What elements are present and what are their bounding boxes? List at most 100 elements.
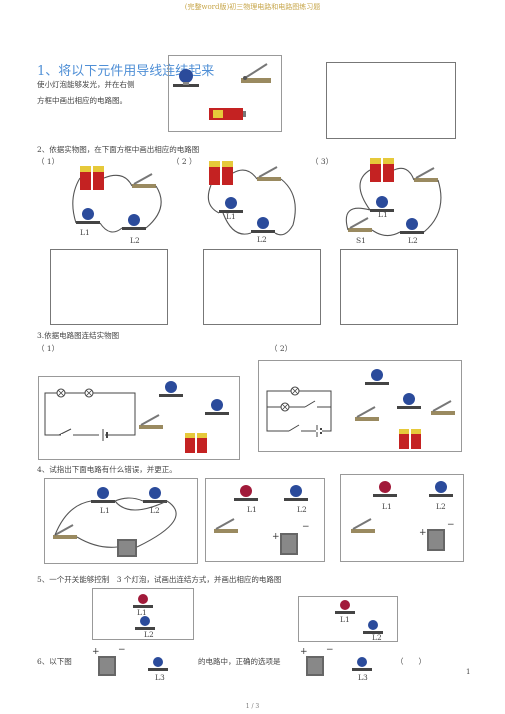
switch-icon (351, 518, 375, 533)
q6-option-a: +− (92, 640, 192, 684)
switch-icon (139, 414, 163, 429)
battery-icon (117, 539, 137, 557)
q2-label-2: （ 2 ） (172, 157, 197, 166)
q4-f3-tag-l1: L1 (382, 502, 392, 511)
bulb-icon (335, 600, 355, 614)
bulb-icon (284, 485, 308, 501)
document-header: (完整word版)初三物理电路和电路图练习题 (184, 3, 321, 11)
q2-label-1: （ 1） (37, 157, 60, 166)
svg-text:+: + (272, 532, 280, 542)
q3-title: 3.依据电路图连结实物图 (37, 331, 120, 340)
svg-text:−: − (118, 645, 126, 655)
q4-f2-tag-l2: L2 (297, 505, 307, 514)
bulb-icon (400, 218, 424, 234)
q4-tag-l1: L1 (100, 506, 110, 515)
q1-title: 1、将以下元件用导线连结起来 (37, 64, 215, 79)
bulb-icon (363, 620, 383, 634)
bulb-icon (159, 381, 183, 397)
q4-frame-2: +− (205, 478, 325, 562)
q3-label-2: （ 2） (270, 344, 293, 353)
battery-pair-icon (80, 166, 104, 190)
q6-answer-paren: （ ） (396, 657, 426, 666)
q5-f2-tag-l2: L2 (372, 633, 382, 642)
q3-label-1: （ 1） (37, 344, 60, 353)
q2-circuit-2 (203, 155, 303, 245)
switch-icon (53, 524, 77, 539)
bulb-icon (205, 399, 229, 415)
q2-c2-tag-l2: L2 (257, 235, 267, 244)
bulb-icon (148, 657, 168, 671)
q1-components-illustration (173, 63, 271, 120)
q5-tag-l2: L2 (144, 630, 154, 639)
q6-a-tag-l3: L3 (155, 673, 165, 682)
bulb-icon (251, 217, 275, 233)
q4-f3-tag-l2: L2 (436, 502, 446, 511)
switch-icon (431, 400, 455, 415)
q2-circuit-3 (340, 152, 448, 244)
q6-mid: 的电路中，正确的选项是 (198, 657, 281, 666)
q2-c3-tag-s1: S1 (356, 236, 366, 245)
bulb-icon (365, 369, 389, 385)
switch-icon (355, 406, 379, 421)
q3-frame-2 (258, 360, 462, 452)
q1-answer-box (326, 62, 456, 139)
svg-text:−: − (447, 520, 455, 530)
bulb-icon (429, 481, 453, 497)
q2-c1-tag-l2: L2 (130, 236, 140, 245)
svg-text:+: + (92, 647, 100, 657)
battery-pair-icon (185, 433, 207, 453)
page-number: 1 (466, 668, 471, 676)
bulb-icon (173, 69, 199, 87)
q1-line1: 使小灯泡能够发光，并在右侧 (37, 80, 135, 89)
q4-frame-3: +− (340, 474, 464, 562)
q4-title: 4、试指出下面电路有什么错误，并更正。 (37, 465, 177, 474)
bulb-icon (76, 208, 100, 224)
q4-tag-l2: L2 (150, 506, 160, 515)
battery-pair-icon (370, 158, 394, 182)
q4-frame-1 (44, 478, 198, 564)
switch-icon (348, 217, 372, 232)
bulb-icon (370, 196, 394, 212)
q1-line2: 方框中画出相应的电路图。 (37, 96, 127, 105)
switch-icon (241, 63, 271, 83)
bulb-icon (143, 487, 167, 503)
q6-lead: 6、以下图 (37, 657, 72, 666)
q5-title: 5、一个开关能够控制 3 个灯泡，试画出连结方式，并画出相应的电路图 (37, 575, 282, 584)
q5-tag-l1: L1 (137, 608, 147, 617)
bulb-icon (234, 485, 258, 501)
battery-icon: +− (300, 645, 334, 676)
svg-text:−: − (326, 645, 334, 655)
battery-icon (209, 108, 246, 120)
svg-text:+: + (419, 528, 427, 538)
q2-c2-tag-l1: L1 (226, 212, 236, 221)
svg-text:+: + (300, 647, 308, 657)
q5-frame (92, 588, 194, 640)
q2-label-3: （ 3） (311, 157, 334, 166)
q5-frame-2 (298, 596, 398, 642)
bulb-icon (397, 393, 421, 409)
bulb-icon (122, 214, 146, 230)
battery-icon: +− (272, 522, 310, 555)
bulb-icon (135, 616, 155, 630)
q1-components-frame (168, 55, 282, 132)
series-circuit-diagram (44, 388, 136, 441)
bulb-icon (373, 481, 397, 497)
switch-icon (132, 173, 156, 188)
q2-c1-tag-l1: L1 (80, 228, 90, 237)
q4-f2-tag-l1: L1 (247, 505, 257, 514)
svg-text:−: − (302, 522, 310, 532)
switch-icon (214, 518, 238, 533)
q6-option-b: +− (300, 640, 400, 684)
q2-circuit-1 (66, 158, 170, 246)
battery-icon: +− (419, 520, 455, 551)
q2-c3-tag-l1: L1 (378, 210, 388, 219)
bulb-icon (352, 657, 372, 671)
switch-icon (257, 166, 281, 181)
battery-icon: +− (92, 645, 126, 676)
switch-icon (414, 167, 438, 182)
q2-c3-tag-l2: L2 (408, 236, 418, 245)
parallel-circuit-diagram (266, 386, 332, 437)
battery-pair-icon (399, 429, 421, 449)
battery-pair-icon (209, 161, 233, 185)
q3-frame-1 (38, 376, 240, 460)
